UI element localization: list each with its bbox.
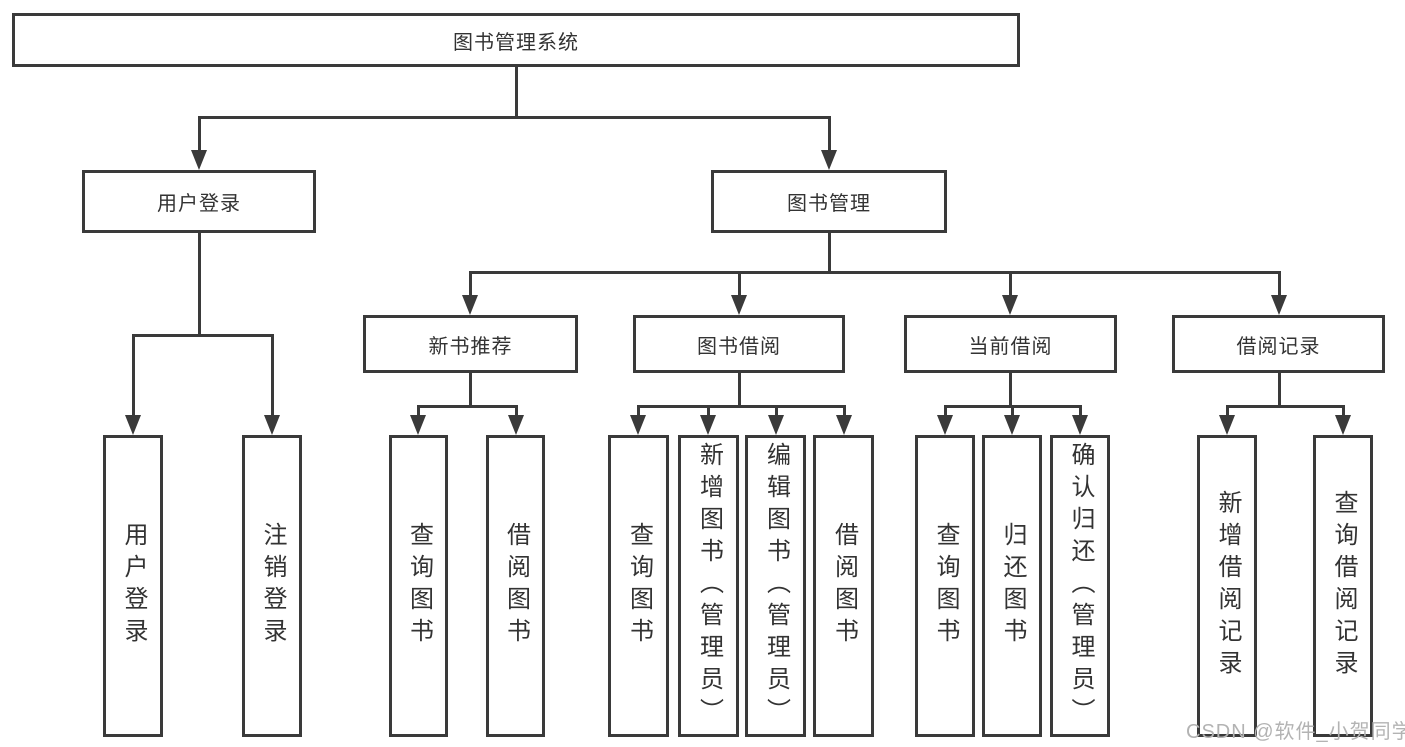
arrow-down-icon [410,415,426,435]
arrow-down-icon [125,415,141,435]
connector-records-hline [1226,405,1344,408]
node-label: 当前借阅 [968,335,1053,358]
arrow-down-icon [937,415,953,435]
node-label: 查询借阅记录 [1330,490,1357,682]
node-new-book-recommendation: 新书推荐 [363,315,578,373]
arrow-down-icon [836,415,852,435]
arrow-down-icon [700,415,716,435]
connector-records-stem-2 [1342,405,1345,418]
node-label: 图书管理系统 [453,31,579,54]
leaf-borrow-books-borrowing: 借阅图书 [813,435,874,737]
node-label: 查询图书 [405,522,433,650]
arrow-down-icon [508,415,524,435]
connector-book-mgmt-hline [469,271,1280,274]
csdn-watermark: CSDN @软件_小贺同学 [1186,721,1405,743]
arrow-down-icon [462,295,478,315]
node-label: 用户登录 [120,522,147,650]
leaf-query-books-borrowing: 查询图书 [608,435,669,737]
arrow-down-icon [1072,415,1088,435]
leaf-edit-books-admin: 编辑图书（管理员） [745,435,806,737]
connector-new-book-hline [417,405,517,408]
connector-book-mgmt-vline [828,233,831,274]
arrow-down-icon [731,295,747,315]
leaf-query-books-recommend: 查询图书 [389,435,448,737]
node-book-management: 图书管理 [711,170,947,233]
connector-book-mgmt-stem-3 [1009,271,1012,298]
arrow-down-icon [1219,415,1235,435]
connector-borrowing-hline [637,405,845,408]
connector-book-mgmt-stem-4 [1278,271,1281,298]
leaf-return-books: 归还图书 [982,435,1042,737]
node-book-borrowing: 图书借阅 [633,315,845,373]
node-current-borrowing: 当前借阅 [904,315,1117,373]
leaf-add-borrow-record: 新增借阅记录 [1197,435,1257,737]
connector-current-stem-3 [1079,405,1082,418]
node-label: 用户登录 [157,193,241,215]
connector-borrowing-vline [738,373,741,408]
arrow-down-icon [264,415,280,435]
node-user-login: 用户登录 [82,170,316,233]
connector-user-login-vline [198,233,201,337]
connector-user-login-stem-2 [271,334,274,418]
node-library-management-system: 图书管理系统 [12,13,1020,67]
connector-root-stem-right [828,116,831,154]
node-label: 归还图书 [999,522,1026,650]
connector-book-mgmt-stem-2 [738,271,741,298]
connector-root-stem-left [198,116,201,154]
leaf-user-login: 用户登录 [103,435,163,737]
node-label: 查询图书 [932,522,959,650]
connector-root-hline [198,116,830,119]
arrow-down-icon [1002,295,1018,315]
node-label: 确认归还（管理员） [1067,442,1094,730]
connector-borrowing-stem-4 [843,405,846,418]
leaf-logout: 注销登录 [242,435,302,737]
connector-root-vline [515,65,518,118]
arrow-down-icon [768,415,784,435]
node-label: 图书借阅 [697,335,781,358]
node-label: 借阅记录 [1236,335,1321,358]
connector-borrowing-stem-1 [637,405,640,418]
node-label: 新书推荐 [428,335,513,358]
node-label: 借阅图书 [502,522,530,650]
connector-new-book-vline [469,373,472,408]
connector-book-mgmt-stem-1 [469,271,472,298]
connector-new-book-stem-1 [417,405,420,418]
node-label: 借阅图书 [830,522,858,650]
node-label: 图书管理 [787,193,871,215]
arrow-down-icon [1271,295,1287,315]
leaf-borrow-books-recommend: 借阅图书 [486,435,545,737]
connector-borrowing-stem-2 [707,405,710,418]
leaf-query-borrow-record: 查询借阅记录 [1313,435,1373,737]
arrow-down-icon [1004,415,1020,435]
leaf-add-books-admin: 新增图书（管理员） [678,435,739,737]
node-label: 注销登录 [259,522,286,650]
arrow-down-icon [630,415,646,435]
node-label: 编辑图书（管理员） [762,442,790,730]
connector-current-stem-2 [1011,405,1014,418]
node-label: 查询图书 [625,522,653,650]
node-label: 新增图书（管理员） [695,442,723,730]
connector-current-vline [1009,373,1012,408]
connector-borrowing-stem-3 [775,405,778,418]
connector-current-stem-1 [944,405,947,418]
connector-records-stem-1 [1226,405,1229,418]
connector-user-login-hline [132,334,273,337]
arrow-down-icon [1335,415,1351,435]
leaf-query-books-current: 查询图书 [915,435,975,737]
connector-user-login-stem-1 [132,334,135,418]
connector-records-vline [1278,373,1281,408]
leaf-confirm-return-admin: 确认归还（管理员） [1050,435,1110,737]
node-borrowing-records: 借阅记录 [1172,315,1385,373]
arrow-down-icon [191,150,207,170]
arrow-down-icon [821,150,837,170]
connector-new-book-stem-2 [515,405,518,418]
node-label: 新增借阅记录 [1214,490,1241,682]
